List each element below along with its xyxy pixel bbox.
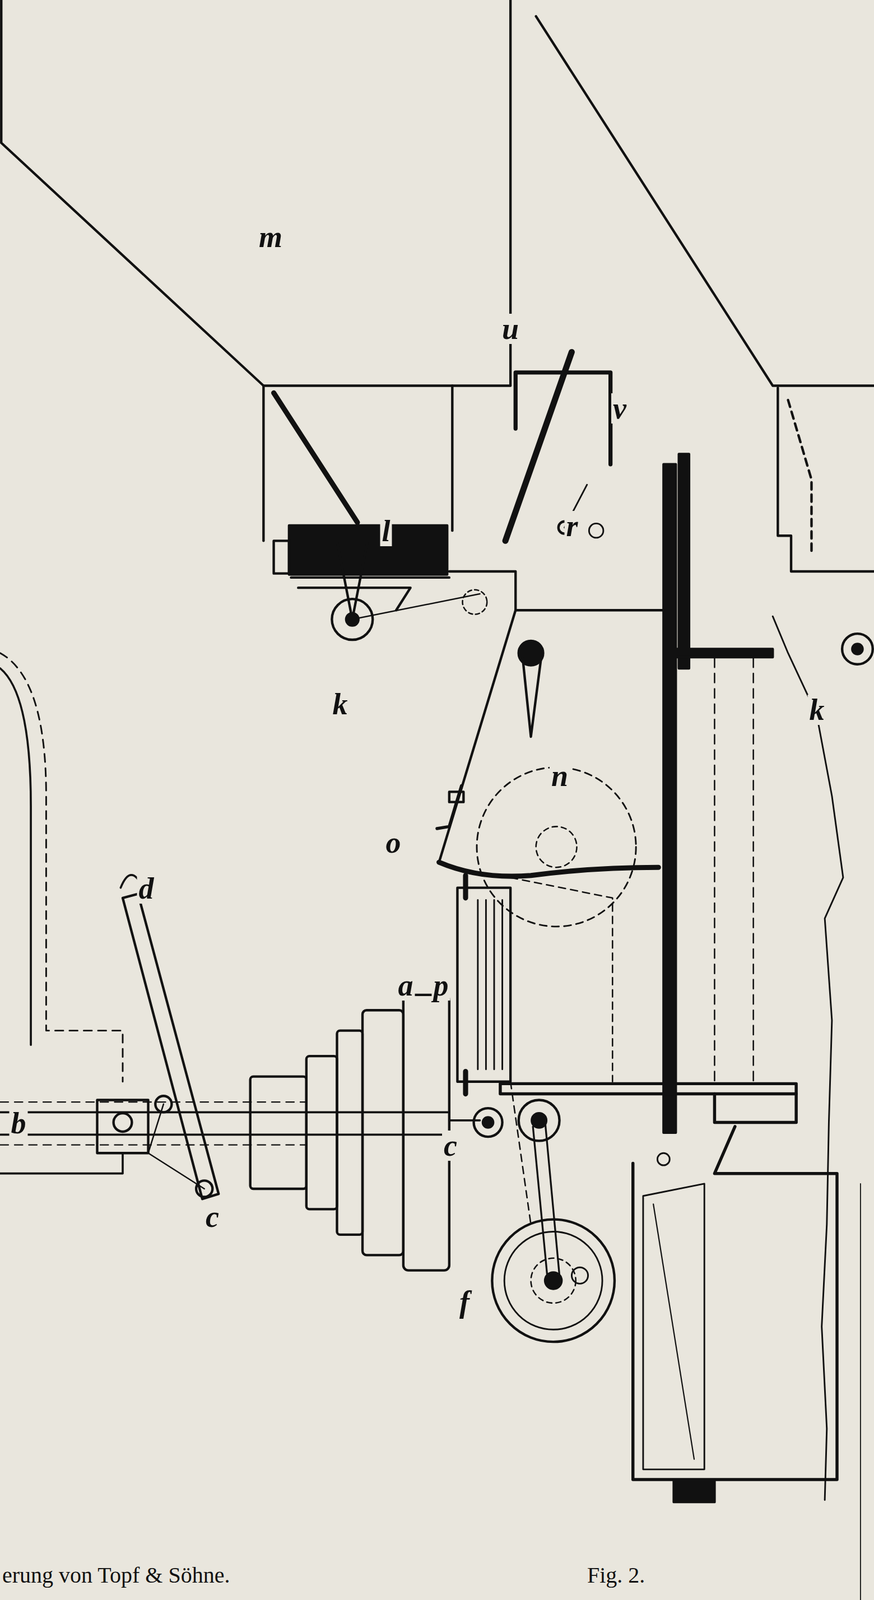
part-label: v xyxy=(611,393,629,424)
part-label: n xyxy=(549,760,570,792)
part-label: p xyxy=(431,970,451,1001)
hopper-outline xyxy=(536,16,874,386)
part-label: d xyxy=(137,873,156,904)
part-label: r xyxy=(564,510,580,542)
part-label: c xyxy=(442,1130,459,1161)
source-line: erung von Topf & Söhne. xyxy=(2,1563,230,1588)
part-label: o xyxy=(384,827,403,858)
hopper-outline xyxy=(1,0,511,387)
part-label: c xyxy=(203,1201,221,1233)
part-label: k xyxy=(331,689,350,720)
part-label: b xyxy=(9,1108,29,1139)
part-label: k xyxy=(807,694,827,725)
part-label: m xyxy=(257,221,285,253)
part-label: a xyxy=(396,970,416,1001)
part-label: u xyxy=(500,313,521,344)
part-label: f xyxy=(457,1286,472,1318)
part-label: l xyxy=(379,515,392,547)
figure-caption: Fig. 2. xyxy=(587,1563,645,1588)
